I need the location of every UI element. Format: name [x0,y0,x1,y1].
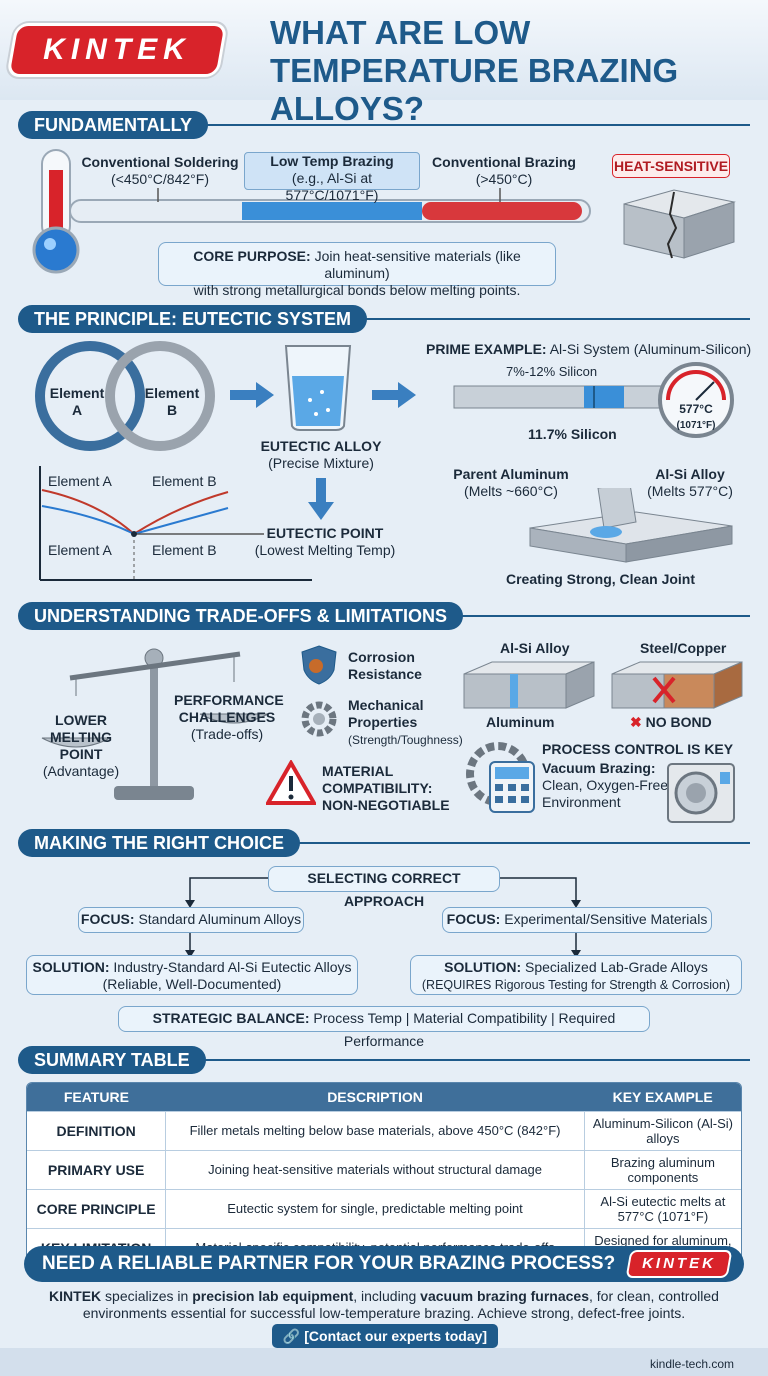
al-si-bar [453,385,665,409]
control-panel-icon [466,742,535,813]
selecting-approach-box: SELECTING CORRECT APPROACH [268,866,500,909]
arrow-down-icon [308,478,334,520]
cta-banner [24,1246,744,1282]
steel-copper-block [611,661,743,709]
table-row: DEFINITION Filler metals melting below b… [27,1110,741,1150]
alsi-alloy-label: Al-Si Alloy(Melts 577°C) [647,466,733,499]
venn-elements-icon [35,341,215,451]
section-divider [20,842,750,844]
table-header: KEY EXAMPLE [584,1083,741,1111]
gauge-reading: 577°C(1071°F) [676,402,716,431]
diagram-label-element-a: Element A [48,473,112,489]
core-purpose-box: CORE PURPOSE: Join heat-sensitive materi… [158,242,556,298]
site-url[interactable]: kindle-tech.com [650,1357,735,1371]
diagram-label-element-b: Element B [152,542,217,558]
alsi-block-label: Al-Si Alloy [500,640,570,656]
footer [0,1348,768,1376]
temperature-gauge-icon [658,362,734,438]
thermometer-graphic [32,149,591,274]
warning-icon [266,760,316,805]
no-bond-label: ✖ NO BOND [630,714,712,730]
x-mark-icon: ✖ [630,714,642,730]
section-heading-summary: SUMMARY TABLE [18,1046,206,1074]
balance-scale-icon [41,648,269,800]
silicon-range-label: 7%-12% Silicon [506,364,598,379]
eutectic-point-label: EUTECTIC POINT(Lowest Melting Temp) [254,525,396,558]
table-row: CORE PRINCIPLE Eutectic system for singl… [27,1188,741,1228]
process-control-label: PROCESS CONTROL IS KEY [542,741,734,757]
summary-table: FEATURE DESCRIPTION KEY EXAMPLE DEFINITI… [26,1082,742,1268]
table-header: FEATURE [27,1083,166,1111]
page-title: WHAT ARE LOW TEMPERATURE BRAZING ALLOYS? [270,14,679,127]
beaker-icon [284,345,352,431]
link-icon: 🔗 [282,1328,301,1344]
soldering-label: Conventional Soldering(<450°C/842°F) [81,154,239,187]
section-divider [20,1059,750,1061]
solution-standard-box: SOLUTION: Industry-Standard Al-Si Eutect… [26,955,358,995]
section-heading-fundamentally: FUNDAMENTALLY [18,111,208,139]
decision-flow-lines [185,877,581,958]
focus-experimental-box: FOCUS: Experimental/Sensitive Materials [442,907,712,933]
solution-specialized-box: SOLUTION: Specialized Lab-Grade Alloys(R… [410,955,742,995]
parent-aluminum-label: Parent Aluminum(Melts ~660°C) [453,466,569,499]
shield-icon [301,645,337,685]
kintek-logo[interactable]: KINTEK [9,26,225,74]
prime-example-label: PRIME EXAMPLE: Al-Si System (Aluminum-Si… [426,341,752,357]
t-joint-illustration [529,488,733,563]
contact-experts-button[interactable]: 🔗 [Contact our experts today] [272,1324,498,1348]
cta-description: KINTEK specializes in precision lab equi… [49,1288,719,1321]
arrow-right-icon [230,382,274,408]
joint-caption: Creating Strong, Clean Joint [506,571,696,587]
cracked-metal-block-icon [623,189,736,259]
table-header: DESCRIPTION [165,1083,585,1111]
heat-sensitive-badge: HEAT-SENSITIVE [612,154,730,178]
strategic-balance-box: STRATEGIC BALANCE: Process Temp | Materi… [118,1006,650,1049]
gear-icon [301,701,337,737]
cta-heading: NEED A RELIABLE PARTNER FOR YOUR BRAZING… [42,1253,616,1274]
cta-kintek-logo[interactable]: KINTEK [627,1252,731,1276]
brazing-label: Conventional Brazing(>450°C) [432,154,576,187]
alsi-aluminum-block [463,661,595,709]
eutectic-alloy-label: EUTECTIC ALLOY(Precise Mixture) [260,438,382,471]
section-heading-tradeoffs: UNDERSTANDING TRADE-OFFS & LIMITATIONS [18,602,463,630]
lowtemp-label: Low Temp Brazing(e.g., Al-Si at 577°C/10… [244,152,420,203]
aluminum-label: Aluminum [486,714,555,730]
focus-aluminum-box: FOCUS: Standard Aluminum Alloys [78,907,304,933]
diagram-label-element-b: Element B [152,473,217,489]
diagram-label-element-a: Element A [48,542,112,558]
arrow-right-icon [372,382,416,408]
vacuum-furnace-icon [667,763,735,823]
section-heading-choice: MAKING THE RIGHT CHOICE [18,829,300,857]
section-divider [20,124,750,126]
phase-diagram [39,466,312,581]
steel-copper-label: Steel/Copper [640,640,727,656]
silicon-exact-label: 11.7% Silicon [528,426,617,442]
section-divider [20,318,750,320]
table-row: PRIMARY USE Joining heat-sensitive mater… [27,1149,741,1189]
section-heading-principle: THE PRINCIPLE: EUTECTIC SYSTEM [18,305,368,333]
